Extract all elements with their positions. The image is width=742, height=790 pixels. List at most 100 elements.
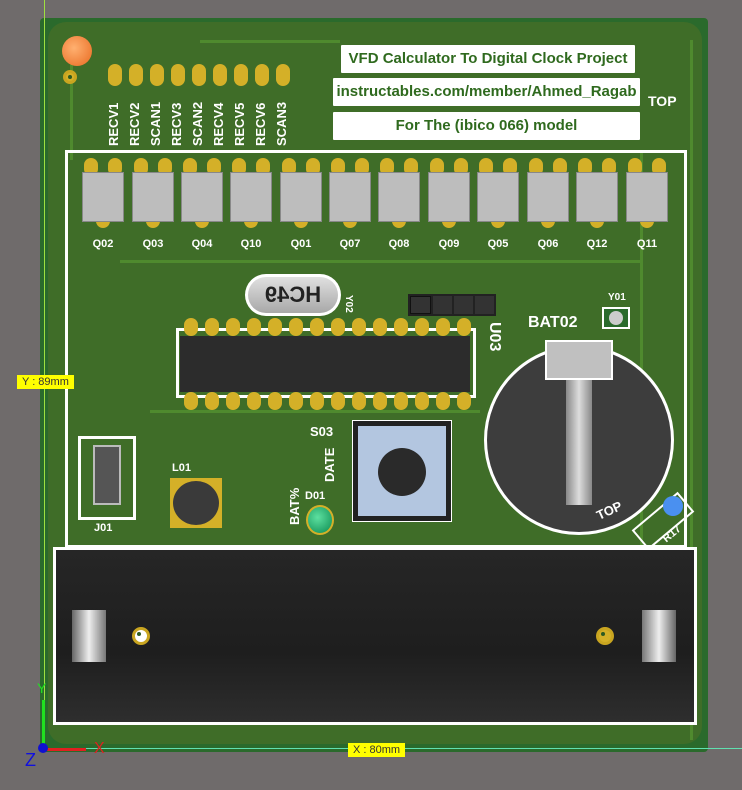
ic-pad [226,392,240,410]
usb-ref: J01 [94,522,113,534]
ic-pad [394,392,408,410]
trace [640,150,643,550]
ic-pad [247,392,261,410]
transistor[interactable] [132,172,174,222]
crystal-text: HC49 [248,277,338,313]
y-axis-arrow [42,700,45,748]
transistor-ref: Q09 [438,238,460,250]
transistor[interactable] [576,172,618,222]
ic-pad [352,318,366,336]
ic-pad [184,318,198,336]
transistor-ref: Q12 [586,238,608,250]
silk-title: VFD Calculator To Digital Clock Project [341,45,635,73]
header-pin[interactable] [213,64,227,86]
pad [380,158,394,176]
pad [282,158,296,176]
trace [120,260,640,263]
transistor-ref: Q05 [487,238,509,250]
inductor-ref: L01 [172,462,191,474]
header-pin[interactable] [276,64,290,86]
via [63,70,77,84]
transistor[interactable] [428,172,470,222]
battery-contact [566,380,592,505]
x-dimension-tag: X : 80mm [348,743,406,757]
transistor-ref: Q01 [290,238,312,250]
ic-pad [289,318,303,336]
led-d01[interactable] [306,505,334,535]
header-pin-label: RECV4 [211,102,226,146]
u03-ref: U03 [486,322,503,352]
ic-pad [394,318,408,336]
transistor[interactable] [230,172,272,222]
battery-contact-left [72,610,106,662]
header-pin[interactable] [129,64,143,86]
silk-model: For The (ibico 066) model [333,112,640,140]
header-pin[interactable] [150,64,164,86]
transistor-ref: Q02 [92,238,114,250]
axis-y-label: Y [37,680,47,696]
transistor[interactable] [378,172,420,222]
pad [183,158,197,176]
pad [503,158,517,176]
battery-clip [545,340,613,380]
transistor[interactable] [181,172,223,222]
transistor[interactable] [527,172,569,222]
header-pin[interactable] [234,64,248,86]
battery-pad [132,627,150,645]
header-pin[interactable] [171,64,185,86]
pad [602,158,616,176]
y-dimension-tag: Y : 89mm [17,375,74,389]
usb-connector-j01[interactable] [93,445,121,505]
ic-pad [268,392,282,410]
ic-pad [415,318,429,336]
resistor-lead [663,496,683,516]
pad [529,158,543,176]
transistor[interactable] [329,172,371,222]
ic-pad [289,392,303,410]
ic-chip[interactable] [180,336,470,392]
transistor-ref: Q03 [142,238,164,250]
switch-button[interactable] [378,448,426,496]
usb-outline [78,436,136,520]
transistor-ref: Q08 [388,238,410,250]
header-pin[interactable] [255,64,269,86]
transistor-ref: Q06 [537,238,559,250]
y01-footprint[interactable] [602,307,630,329]
header-pin[interactable] [108,64,122,86]
pad [207,158,221,176]
battery-holder[interactable] [53,547,697,725]
transistor[interactable] [626,172,668,222]
ic-pad [247,318,261,336]
crystal-y02[interactable]: HC49 [245,274,341,316]
transistor-ref: Q11 [636,238,658,250]
ic-pad [331,392,345,410]
header-pin-label: SCAN3 [274,101,289,146]
ic-pad [415,392,429,410]
transistor[interactable] [280,172,322,222]
pad [306,158,320,176]
board-outline [65,150,687,548]
pin-header-u03[interactable] [408,294,496,316]
battery-pad [596,627,614,645]
transistor[interactable] [477,172,519,222]
header-pin-label: RECV6 [253,102,268,146]
ic-pad [184,392,198,410]
led-label: BAT% [287,487,302,525]
ic-pad [205,318,219,336]
ic-pad [373,318,387,336]
transistor[interactable] [82,172,124,222]
ic-outline [176,328,476,398]
ic-pad [310,318,324,336]
header-pin-label: RECV5 [232,102,247,146]
battery-ref: BAT02 [528,314,578,331]
axis-x-label: X [94,740,105,757]
x-axis-arrow [44,748,86,751]
pad [232,158,246,176]
inductor-l01[interactable] [170,478,222,528]
ic-pad [457,392,471,410]
header-pin-label: SCAN1 [148,101,163,146]
header-pin[interactable] [192,64,206,86]
pad [578,158,592,176]
tact-switch-s03[interactable] [352,420,452,522]
pad [430,158,444,176]
